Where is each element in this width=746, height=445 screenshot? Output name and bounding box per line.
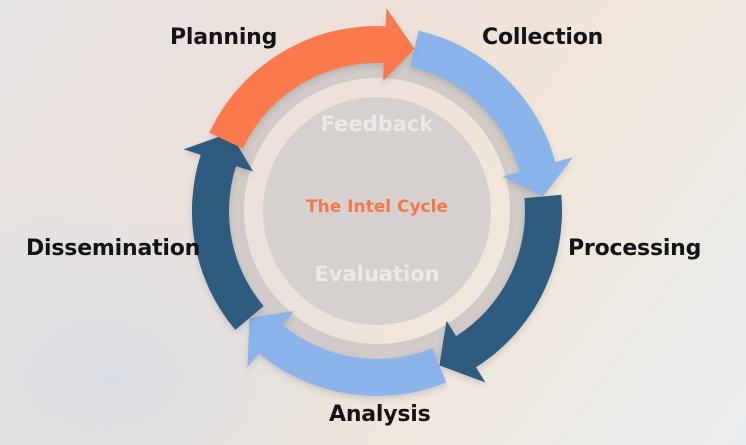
center-title: The Intel Cycle — [306, 197, 448, 217]
stage-label-dissemination: Dissemination — [26, 236, 201, 261]
stage-label-planning: Planning — [170, 25, 278, 50]
arrow-collection — [410, 30, 573, 197]
stage-label-analysis: Analysis — [329, 402, 431, 427]
center-disk — [263, 97, 491, 325]
arrow-processing — [439, 194, 562, 383]
arrow-analysis — [247, 311, 447, 396]
inner-label-evaluation: Evaluation — [314, 262, 440, 286]
stage-label-processing: Processing — [568, 236, 702, 261]
inner-label-feedback: Feedback — [320, 112, 434, 136]
arrow-dissemination — [183, 132, 264, 330]
arrow-planning — [209, 8, 415, 149]
stage-label-collection: Collection — [482, 25, 604, 50]
